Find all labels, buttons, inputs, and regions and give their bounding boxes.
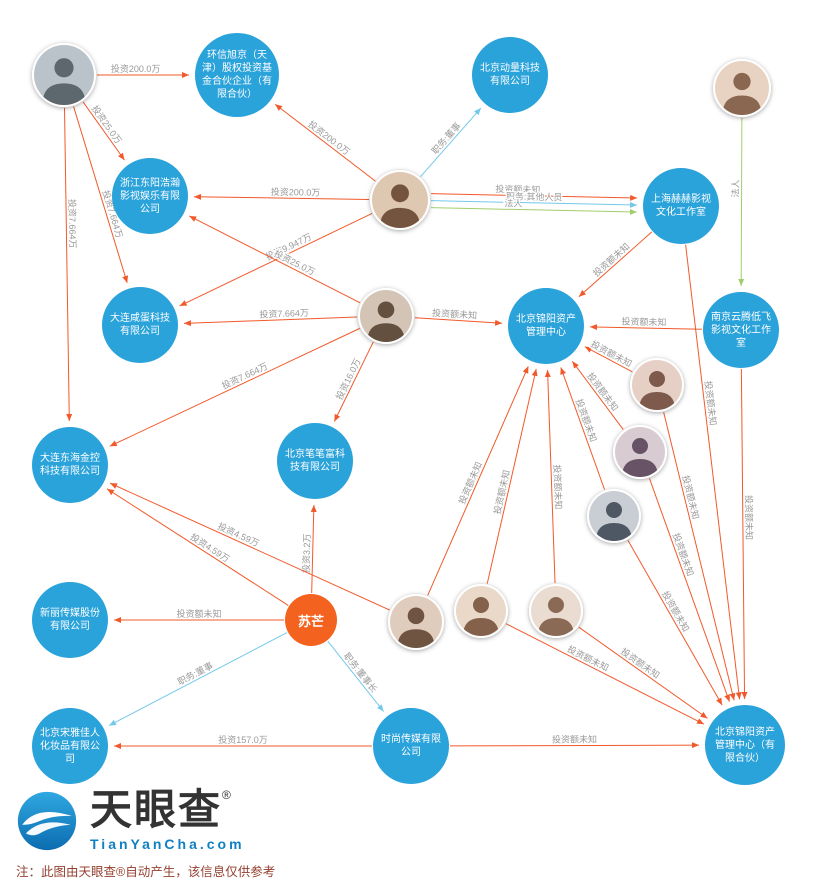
edge-label: 投资3.2万 xyxy=(300,533,312,573)
relation-edge xyxy=(109,482,390,611)
edge-label: 投资7.664万 xyxy=(259,307,309,320)
person-avatar-icon xyxy=(632,360,682,410)
brand-text: 天眼查® TianYanCha.com xyxy=(90,786,245,853)
company-node[interactable]: 北京宋雅佳人化妆品有限公司 xyxy=(32,708,108,784)
edge-label: 法人 xyxy=(730,180,741,198)
person-photo-node[interactable] xyxy=(454,584,508,638)
edge-label: 投资200.0万 xyxy=(111,63,161,74)
person-photo-node[interactable] xyxy=(388,594,444,650)
person-avatar-icon xyxy=(615,427,665,477)
tianyancha-logo-icon xyxy=(17,791,77,850)
relation-edge xyxy=(427,366,529,596)
relation-edge xyxy=(106,488,289,606)
brand-row: 天眼查® TianYanCha.com xyxy=(16,789,275,852)
company-node[interactable]: 北京锦阳资产管理中心（有限合伙） xyxy=(705,705,785,785)
person-avatar-icon xyxy=(531,586,581,636)
footer: 天眼查® TianYanCha.com 注：此图由天眼查®自动产生，该信息仅供参… xyxy=(16,789,275,880)
brand-name: 天眼查® xyxy=(90,786,233,833)
company-node[interactable]: 大连东海金控科技有限公司 xyxy=(32,427,108,503)
edge-label: 投资额未知 xyxy=(552,464,565,509)
person-photo-node[interactable] xyxy=(529,584,583,638)
relation-edge xyxy=(310,504,317,594)
relation-edge xyxy=(333,341,374,422)
person-photo-node[interactable] xyxy=(713,59,771,117)
relation-edge xyxy=(571,360,624,430)
relation-edge xyxy=(73,106,129,284)
relation-edge xyxy=(431,193,638,201)
relation-edge xyxy=(188,215,361,304)
relation-edge xyxy=(430,200,638,208)
person-photo-node[interactable] xyxy=(370,170,430,230)
relation-edge xyxy=(183,316,358,327)
person-photo-node[interactable] xyxy=(32,43,96,107)
relation-edge xyxy=(560,367,606,490)
edge-label: 投资额未知 xyxy=(552,733,597,744)
edge-label: 投资200.0万 xyxy=(271,186,321,198)
person-photo-node[interactable] xyxy=(358,288,414,344)
edge-label: 投资7.664万 xyxy=(67,199,79,249)
relation-edge xyxy=(648,478,730,702)
edge-label: 法人 xyxy=(504,197,522,208)
company-node[interactable]: 南京云腾低飞影视文化工作室 xyxy=(703,292,779,368)
company-node[interactable]: 北京笔笔富科技有限公司 xyxy=(277,423,353,499)
company-node[interactable]: 浙江东阳浩瀚影视娱乐有限公司 xyxy=(112,158,188,234)
edge-label: 投资额未知 xyxy=(621,316,666,328)
relation-edge xyxy=(584,346,633,373)
person-avatar-icon xyxy=(390,596,442,648)
company-node[interactable]: 环信旭京（天津）股权投资基金合伙企业（有限合伙） xyxy=(195,33,279,117)
relation-edge xyxy=(327,640,385,712)
main-person-node[interactable]: 苏芒 xyxy=(285,594,337,646)
company-node[interactable]: 新丽传媒股份有限公司 xyxy=(32,582,108,658)
relation-edge xyxy=(193,193,370,201)
edge-label: 投资额未知 xyxy=(495,183,540,195)
person-photo-node[interactable] xyxy=(630,358,684,412)
relation-edge xyxy=(420,107,482,178)
relation-edge xyxy=(740,368,748,700)
company-node[interactable]: 北京锦阳资产管理中心 xyxy=(508,288,584,364)
relation-edge xyxy=(544,369,556,584)
edge-label: 投资额未知 xyxy=(744,495,755,540)
person-avatar-icon xyxy=(715,61,769,115)
registered-mark: ® xyxy=(222,788,233,802)
relation-edge xyxy=(738,117,745,287)
edge-label: 投资额未知 xyxy=(432,307,478,321)
person-avatar-icon xyxy=(34,45,94,105)
relation-edge xyxy=(627,540,723,706)
edge-label: 投资157.0万 xyxy=(218,734,268,745)
company-node[interactable]: 大连咸蛋科技有限公司 xyxy=(102,287,178,363)
relation-edge xyxy=(589,324,703,331)
relationship-node-layer: 环信旭京（天津）股权投资基金合伙企业（有限合伙） 北京动量科技有限公司浙江东阳浩瀚… xyxy=(32,33,785,785)
relation-edge xyxy=(108,632,288,727)
relation-edge xyxy=(82,101,125,161)
relation-edge xyxy=(578,626,708,719)
relation-edge xyxy=(109,327,360,447)
relation-edge xyxy=(505,623,705,725)
person-avatar-icon xyxy=(372,172,428,228)
relation-edge xyxy=(486,368,538,584)
relation-edge xyxy=(449,742,700,749)
person-photo-node[interactable] xyxy=(613,425,667,479)
relation-edge xyxy=(430,207,637,215)
person-avatar-icon xyxy=(360,290,412,342)
disclaimer-note: 注：此图由天眼查®自动产生，该信息仅供参考 xyxy=(16,865,276,879)
brand-domain: TianYanCha.com xyxy=(90,836,245,852)
edge-label: 投资额未知 xyxy=(176,608,221,619)
edge-label: 职务:其他人员 xyxy=(506,190,563,202)
relation-edge xyxy=(414,317,503,326)
relation-edge xyxy=(685,244,742,700)
company-node[interactable]: 上海赫赫影视文化工作室 xyxy=(643,168,719,244)
company-node[interactable]: 时尚传媒有限公司 xyxy=(373,708,449,784)
person-photo-node[interactable] xyxy=(587,489,641,543)
person-avatar-icon xyxy=(456,586,506,636)
company-node[interactable]: 北京动量科技有限公司 xyxy=(472,37,548,113)
relation-edge xyxy=(578,231,653,298)
person-avatar-icon xyxy=(589,491,639,541)
relation-edge xyxy=(64,107,73,422)
relation-edge xyxy=(663,412,736,701)
relation-edge xyxy=(274,103,376,182)
